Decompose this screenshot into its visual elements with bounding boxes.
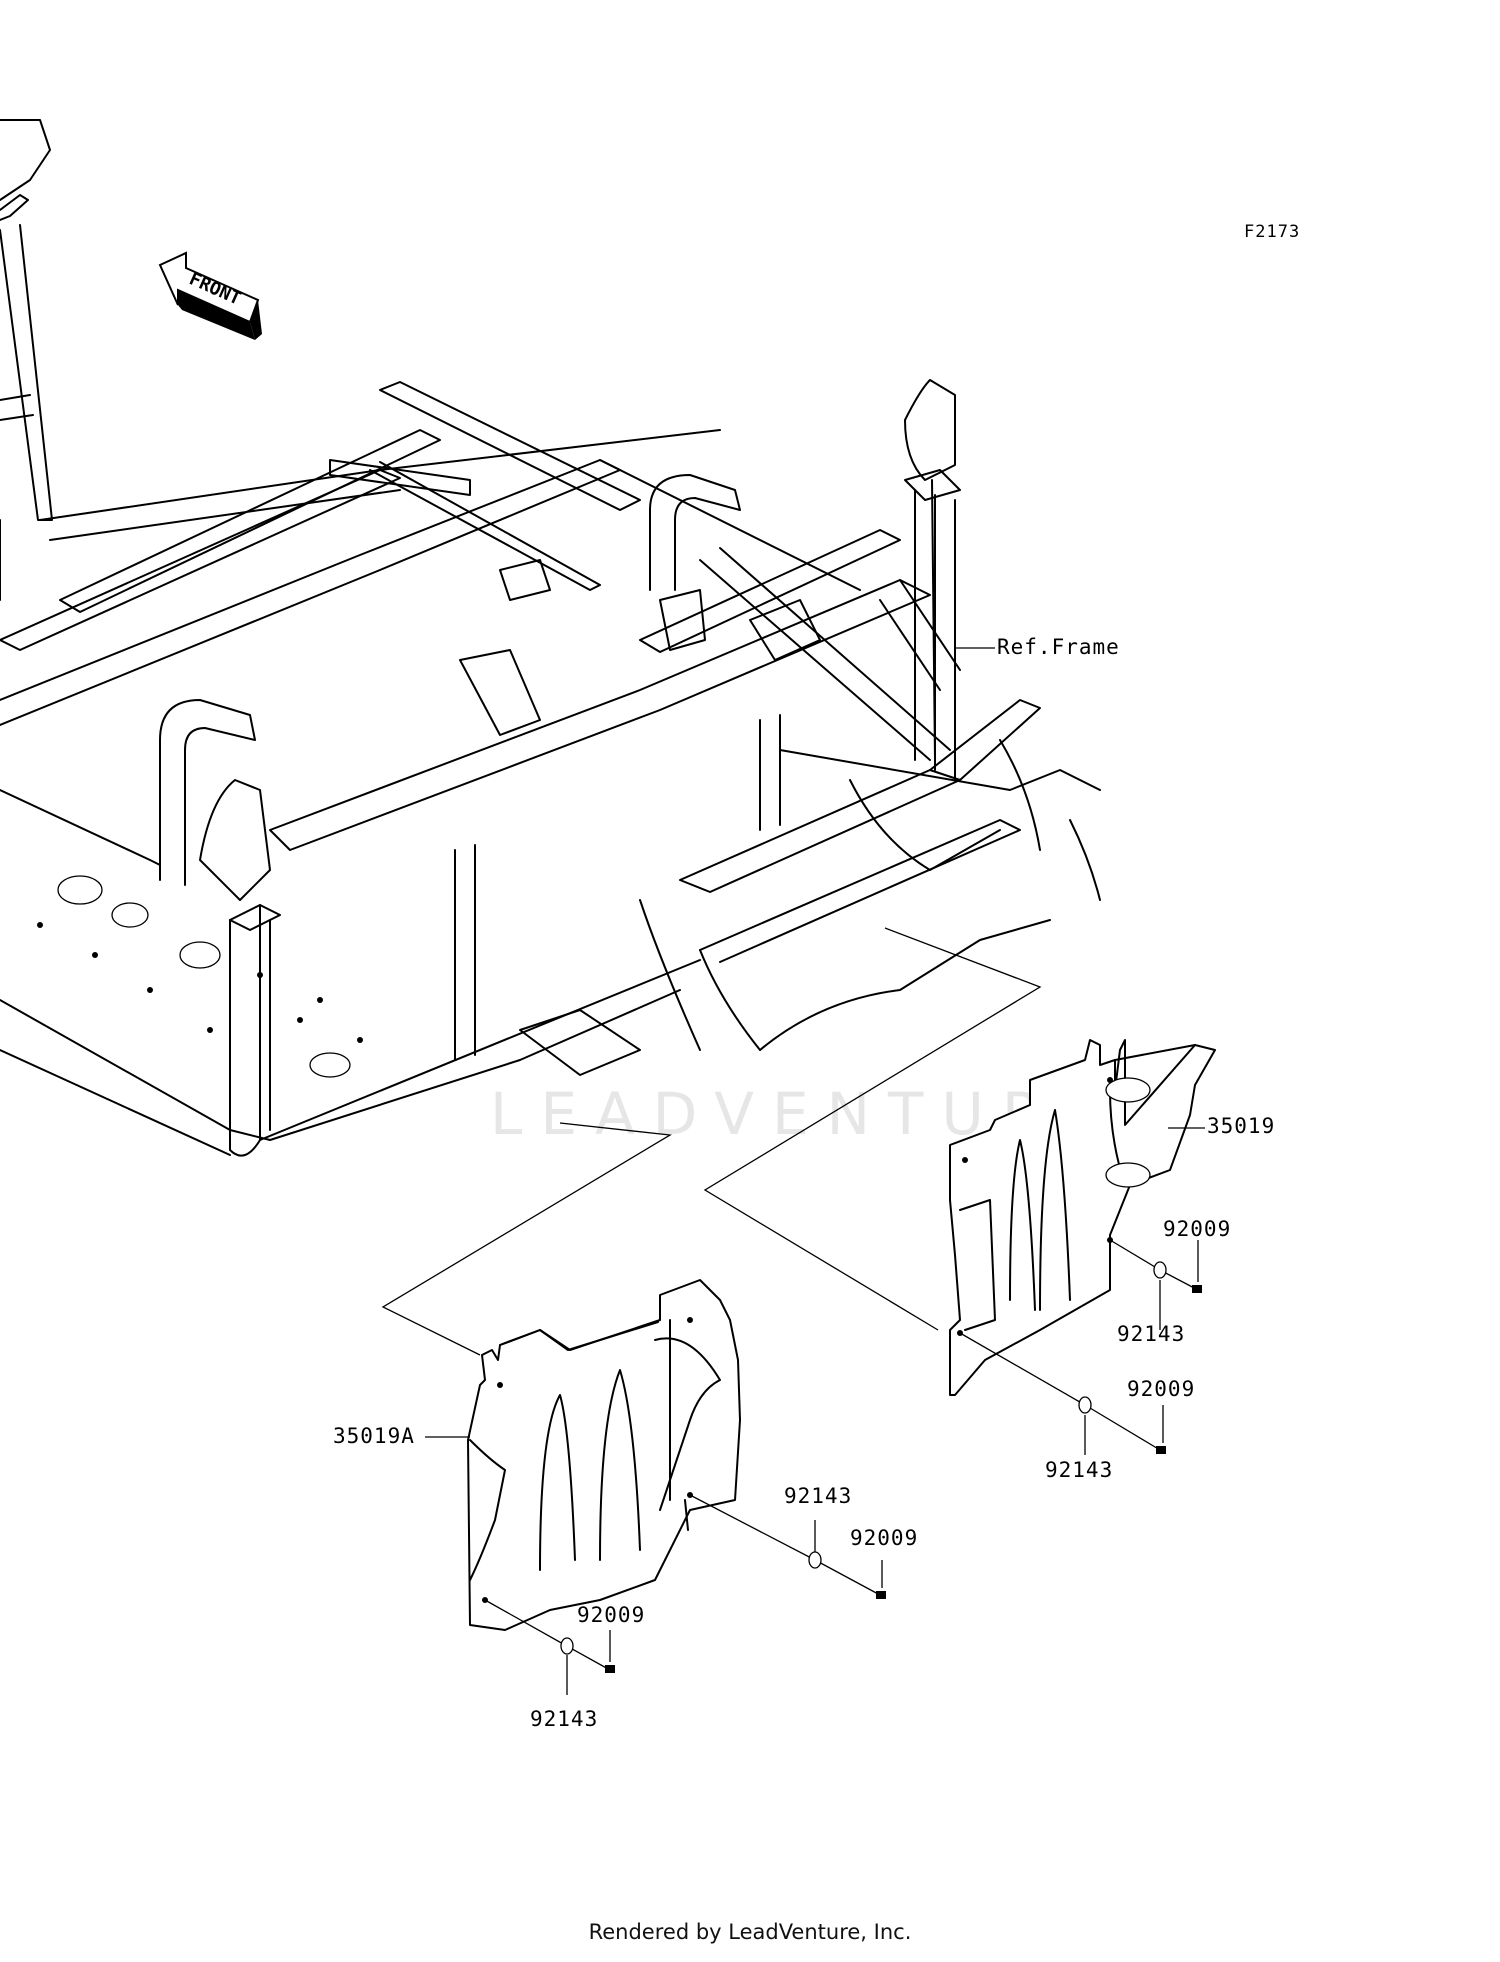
callout-92009[interactable]: 92009 — [1163, 1217, 1232, 1241]
panel-35019-guide — [703, 927, 1042, 1331]
bolt-icon — [1156, 1446, 1166, 1454]
footer-credit: Rendered by LeadVenture, Inc. — [588, 1920, 912, 1944]
diagram-code: F2173 — [1244, 222, 1301, 242]
bolt-icon — [1192, 1285, 1202, 1293]
cage-upper-left — [0, 119, 721, 601]
fasteners-left — [484, 1494, 886, 1695]
part-35019a — [425, 1279, 741, 1631]
callout-92143[interactable]: 92143 — [1045, 1458, 1114, 1482]
panel-35019a-guide — [381, 1122, 672, 1356]
washer-icon — [560, 1637, 574, 1655]
callout-92009[interactable]: 92009 — [1127, 1377, 1196, 1401]
fasteners-right — [959, 1239, 1202, 1455]
ref-frame-label: Ref.Frame — [997, 635, 1120, 659]
washer-icon — [1078, 1396, 1092, 1414]
bolt-icon — [876, 1591, 886, 1599]
callout-92143[interactable]: 92143 — [530, 1707, 599, 1731]
callout-92009[interactable]: 92009 — [577, 1603, 646, 1627]
callout-92143[interactable]: 92143 — [784, 1484, 853, 1508]
callout-92009[interactable]: 92009 — [850, 1526, 919, 1550]
callout-92143[interactable]: 92143 — [1117, 1322, 1186, 1346]
washer-icon — [808, 1551, 822, 1569]
callout-35019[interactable]: 35019 — [1207, 1114, 1276, 1138]
washer-icon — [1153, 1261, 1167, 1279]
bolt-icon — [605, 1665, 615, 1673]
part-35019 — [949, 1039, 1216, 1396]
front-arrow-icon: FRONT — [158, 251, 262, 340]
vehicle-frame — [0, 379, 1101, 1157]
callout-35019a[interactable]: 35019A — [333, 1424, 415, 1448]
